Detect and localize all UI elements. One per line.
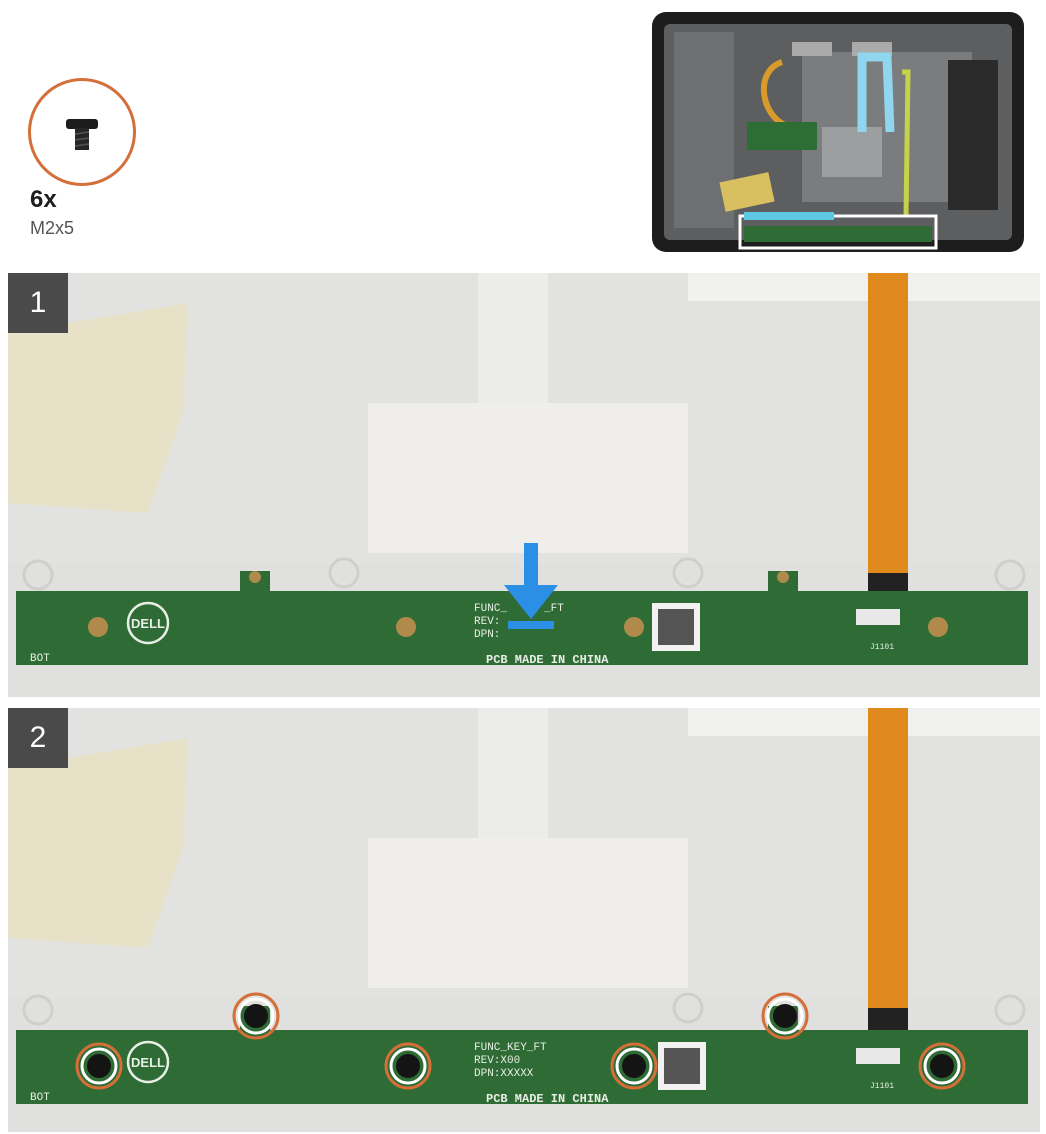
step-2-illustration: DELL BOT FUNC_KEY_FT REV:X00 DPN:XXXXX P…: [8, 708, 1040, 1132]
made-in-label: PCB MADE IN CHINA: [486, 1092, 609, 1106]
flex-cable: [868, 273, 908, 603]
rev-label: REV:: [474, 616, 500, 628]
board-name-label: FUNC_KEY_FT: [474, 1042, 547, 1054]
flex-cable: [868, 708, 908, 1038]
screw-marker-icon: [75, 1042, 123, 1090]
screw-marker-icon: [918, 1042, 966, 1090]
screw-marker-icon: [610, 1042, 658, 1090]
dpn-label: DPN:: [474, 629, 500, 641]
screw-type: M2x5: [30, 218, 75, 238]
screw-callout: [28, 78, 148, 248]
screw-icon: [28, 78, 136, 186]
screw-marker-icon: [384, 1042, 432, 1090]
step-1-badge: 1: [8, 273, 68, 333]
connector-label: J1101: [870, 1082, 894, 1091]
dpn-label: DPN:XXXXX: [474, 1068, 534, 1080]
step-1-illustration: DELL BOT FUNC_ _FT REV: DPN: PCB MADE IN…: [8, 273, 1040, 697]
board-name-label: FUNC_: [474, 603, 507, 615]
screw-marker-icon: [761, 992, 809, 1040]
board-name-suffix: _FT: [543, 603, 564, 615]
connector-label: J1101: [870, 643, 894, 652]
down-arrow-icon: [504, 543, 558, 629]
step-2-badge: 2: [8, 708, 68, 768]
made-in-label: PCB MADE IN CHINA: [486, 653, 609, 667]
device-overview-image: [652, 12, 1024, 252]
step-1-panel: DELL BOT FUNC_ _FT REV: DPN: PCB MADE IN…: [8, 273, 1040, 697]
function-key-board: [16, 1030, 1028, 1104]
screw-count: 6x: [30, 186, 57, 213]
bot-label: BOT: [30, 653, 50, 665]
bot-label: BOT: [30, 1092, 50, 1104]
dell-logo: DELL: [131, 616, 165, 631]
screw-marker-icon: [232, 992, 280, 1040]
step-2-panel: DELL BOT FUNC_KEY_FT REV:X00 DPN:XXXXX P…: [8, 708, 1040, 1132]
rev-label: REV:X00: [474, 1055, 520, 1067]
dell-logo: DELL: [131, 1055, 165, 1070]
